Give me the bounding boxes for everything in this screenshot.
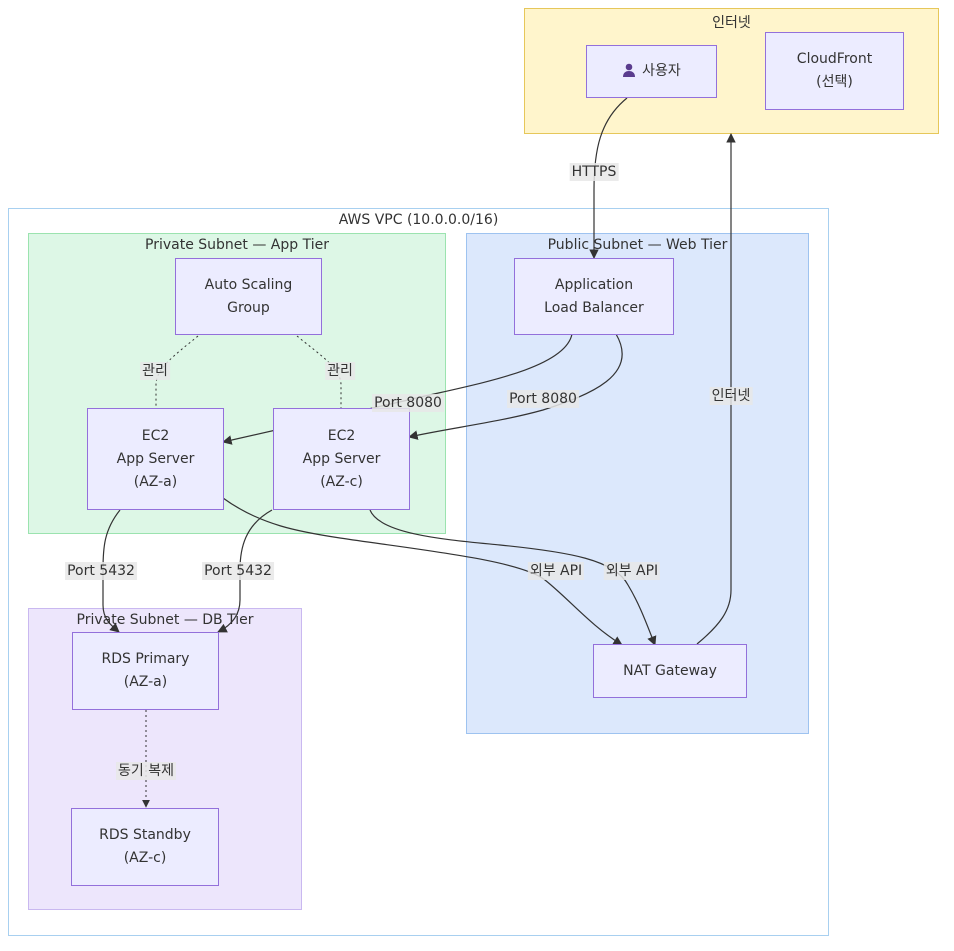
ec2-a-label-2: App Server: [116, 450, 195, 467]
web-subnet-title: Public Subnet — Web Tier: [547, 237, 728, 253]
ec2-a-label-3: (AZ-a): [133, 473, 178, 490]
db-subnet-title: Private Subnet — DB Tier: [76, 612, 254, 628]
alb-label-2: Load Balancer: [544, 299, 644, 316]
edge-label-ext-api-a: 외부 API: [527, 562, 585, 580]
edge-label-ext-api-c: 외부 API: [603, 562, 661, 580]
user-icon: [623, 63, 636, 77]
ec2-c-node[interactable]: EC2 App Server (AZ-c): [273, 408, 410, 510]
rds-primary-label-1: RDS Primary: [101, 651, 190, 667]
asg-label-2: Group: [227, 299, 270, 316]
edge-label-https: HTTPS: [569, 163, 619, 181]
ec2-a-node[interactable]: EC2 App Server (AZ-a): [87, 408, 224, 510]
vpc-group-title: AWS VPC (10.0.0.0/16): [338, 212, 499, 228]
edge-label-manage-a: 관리: [140, 362, 170, 380]
alb-node[interactable]: Application Load Balancer: [514, 258, 674, 335]
user-node[interactable]: 사용자: [586, 45, 717, 98]
ec2-c-label-2: App Server: [302, 450, 381, 467]
edge-label-sync-repl: 동기 복제: [116, 762, 176, 780]
rds-standby-label-2: (AZ-c): [123, 850, 167, 866]
alb-label-1: Application: [554, 276, 634, 293]
ec2-c-label-1: EC2: [327, 427, 356, 444]
edge-label-port5432-a: Port 5432: [65, 562, 137, 580]
asg-node[interactable]: Auto Scaling Group: [175, 258, 322, 335]
user-label: 사용자: [642, 63, 681, 79]
edge-label-internet-out: 인터넷: [709, 387, 753, 405]
rds-standby-label-1: RDS Standby: [99, 827, 191, 843]
ec2-c-label-3: (AZ-c): [320, 473, 363, 490]
cloudfront-label-1: CloudFront: [796, 51, 873, 67]
rds-standby-node[interactable]: RDS Standby (AZ-c): [71, 808, 219, 886]
cloudfront-label-2: (선택): [816, 74, 853, 90]
edge-label-manage-c: 관리: [325, 362, 355, 380]
app-subnet-title: Private Subnet — App Tier: [145, 237, 329, 253]
ec2-a-label-1: EC2: [141, 427, 170, 444]
rds-primary-label-2: (AZ-a): [123, 674, 168, 690]
nat-gateway-label: NAT Gateway: [623, 662, 717, 679]
internet-group-title: 인터넷: [712, 15, 751, 31]
nat-gateway-node[interactable]: NAT Gateway: [593, 644, 747, 698]
asg-label-1: Auto Scaling: [204, 276, 293, 293]
edge-label-port5432-c: Port 5432: [202, 562, 274, 580]
edge-label-port8080-c: Port 8080: [507, 390, 579, 408]
rds-primary-node[interactable]: RDS Primary (AZ-a): [72, 632, 219, 710]
cloudfront-node[interactable]: CloudFront (선택): [765, 32, 904, 110]
edge-label-port8080-a: Port 8080: [372, 394, 444, 412]
